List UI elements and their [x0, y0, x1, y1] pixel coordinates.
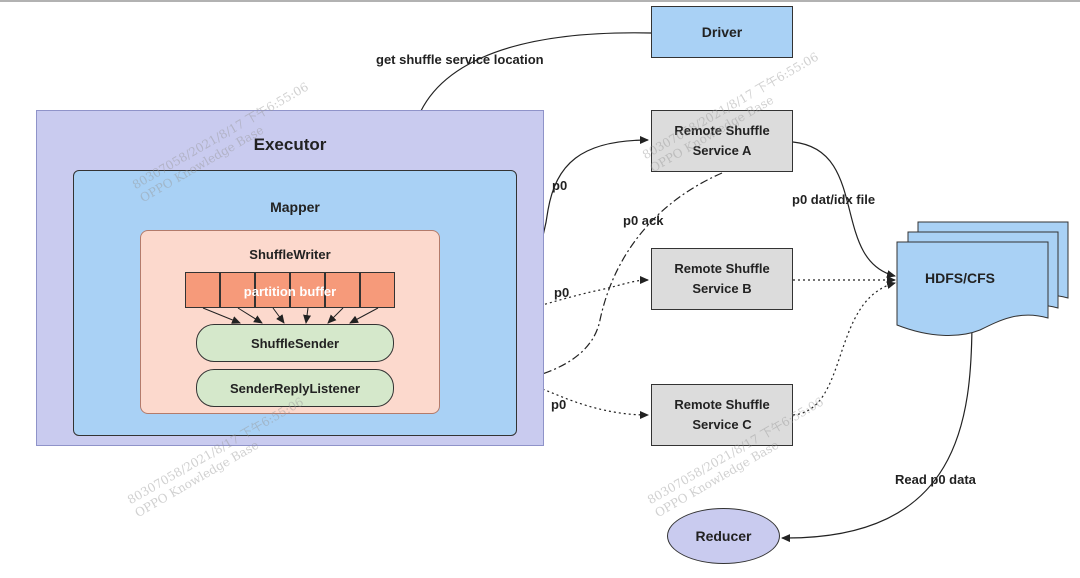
buffer-cell [325, 272, 360, 308]
hdfs-label: HDFS/CFS [925, 270, 995, 286]
hdfs-sheet-front [896, 241, 1049, 336]
edge-dat-idx-file [792, 141, 896, 278]
buffer-cell [290, 272, 325, 308]
buffer-cell [255, 272, 290, 308]
mapper-title: Mapper [270, 199, 320, 215]
sender-reply-listener-node: SenderReplyListener [196, 369, 394, 407]
label-dat-idx-file: p0 dat/idx file [792, 192, 876, 207]
buffer-cell [220, 272, 255, 308]
shuffle-sender-node: ShuffleSender [196, 324, 394, 362]
label-p0-ack: p0 ack [623, 213, 664, 228]
remote-shuffle-service-b: Remote Shuffle Service B [651, 248, 793, 310]
edge-p0-to-c [394, 342, 649, 419]
label-get-location: get shuffle service location [376, 52, 544, 67]
remote-shuffle-service-a: Remote Shuffle Service A [651, 110, 793, 172]
partition-buffer-label: partition buffer [243, 284, 337, 299]
remote-shuffle-service-c: Remote Shuffle Service C [651, 384, 793, 446]
label-p0-b: p0 [554, 285, 570, 300]
driver-node: Driver [651, 6, 793, 58]
buffer-cell [360, 272, 395, 308]
buffer-cell [185, 272, 220, 308]
rss-b-label: Remote Shuffle Service B [674, 261, 770, 296]
shuffle-writer-title: ShuffleWriter [249, 247, 331, 262]
rss-c-label: Remote Shuffle Service C [674, 397, 770, 432]
label-read-data: Read p0 data [895, 472, 976, 487]
label-p0-a: p0 [552, 178, 568, 193]
label-p0-c: p0 [551, 397, 567, 412]
reducer-node: Reducer [667, 508, 780, 564]
rss-a-label: Remote Shuffle Service A [674, 123, 770, 158]
executor-title: Executor [253, 135, 327, 154]
edge-read-data [781, 317, 973, 543]
